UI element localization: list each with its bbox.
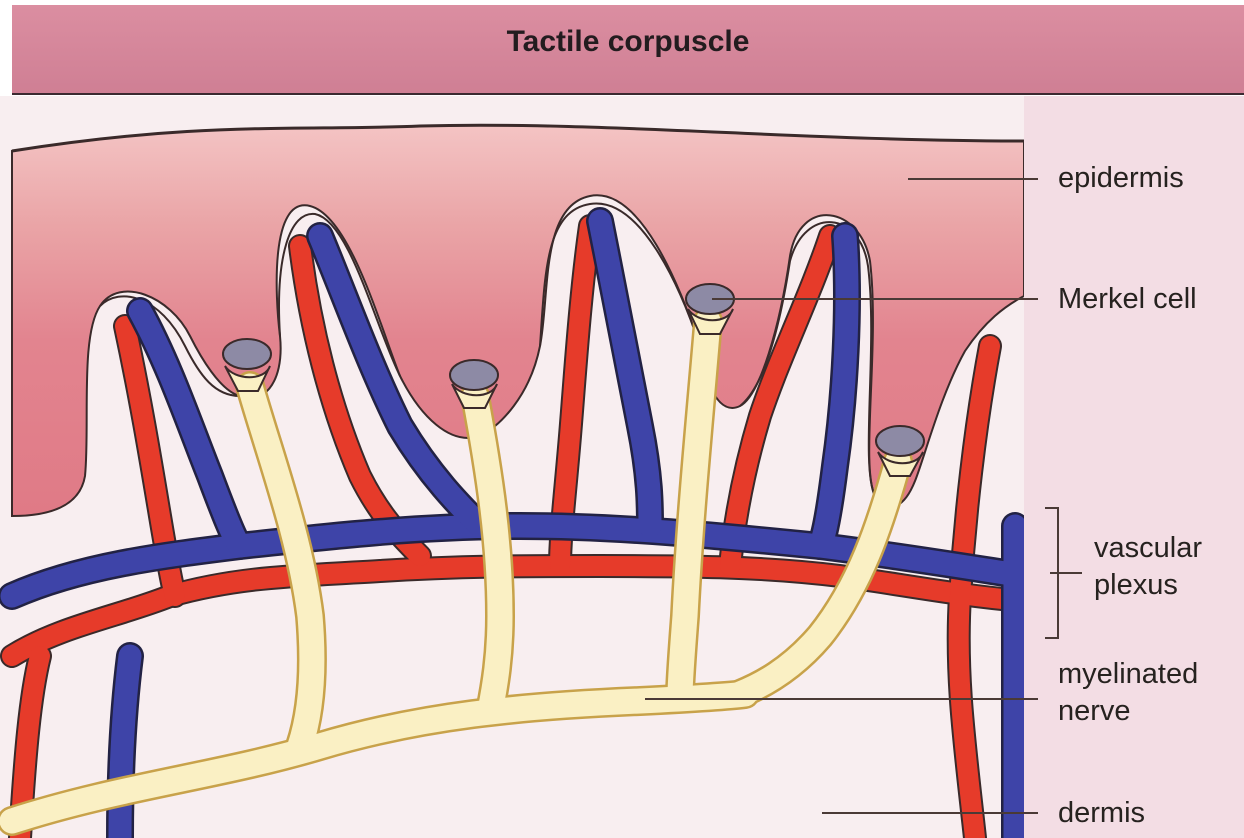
merkel-cell-2	[450, 360, 498, 390]
merkel-leader	[712, 298, 1038, 300]
label-myelinated-nerve: myelinated nerve	[1058, 656, 1198, 730]
title-band: Tactile corpuscle	[12, 5, 1244, 95]
dermis-leader	[822, 812, 1038, 814]
label-vascular-line1: vascular	[1094, 530, 1202, 567]
label-epidermis: epidermis	[1058, 160, 1184, 197]
label-nerve-line1: myelinated	[1058, 656, 1198, 693]
label-vascular-plexus: vascular plexus	[1094, 530, 1202, 604]
label-vascular-line2: plexus	[1094, 567, 1202, 604]
figure-title: Tactile corpuscle	[12, 25, 1244, 59]
plexus-bracket	[1045, 507, 1059, 639]
nerve-leader	[645, 698, 1038, 700]
merkel-cell-4	[876, 426, 924, 456]
epidermis-leader	[908, 178, 1038, 180]
label-merkel-cell: Merkel cell	[1058, 281, 1197, 318]
skin-cross-section-illustration	[0, 96, 1024, 838]
merkel-cell-1	[223, 339, 271, 369]
label-nerve-line2: nerve	[1058, 693, 1198, 730]
label-dermis: dermis	[1058, 795, 1145, 832]
